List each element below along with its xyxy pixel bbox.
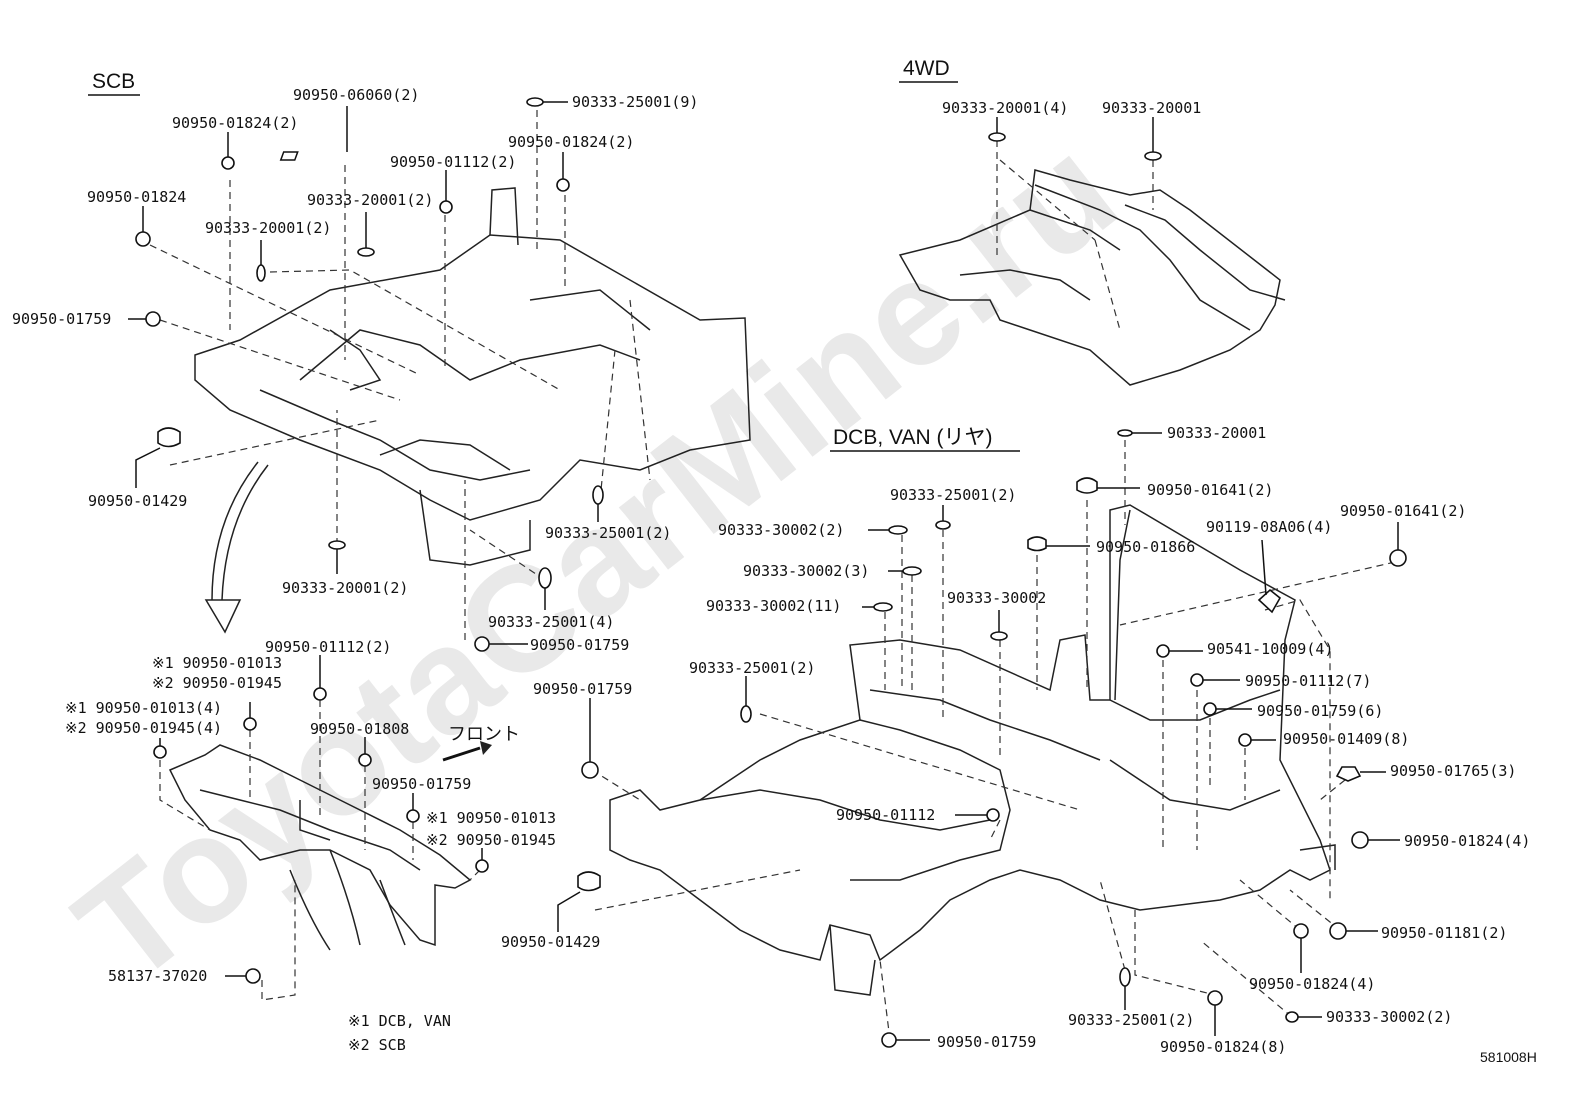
label-dv-08a06: 90119-08A06(4): [1206, 518, 1332, 536]
label-fr-01759: 90950-01759: [372, 775, 471, 793]
scb-floor-panel: [149, 110, 751, 640]
section-title-4wd: 4WD: [903, 57, 950, 80]
front-detail-parts: [153, 655, 489, 984]
label-scb-01759b: 90950-01759: [530, 636, 629, 654]
section-title-dcb-van: DCB, VAN (リヤ): [833, 426, 992, 449]
label-dv-01759b: 90950-01759: [937, 1033, 1036, 1051]
label-scb-20001-2a: 90333-20001(2): [307, 191, 433, 209]
dcb-van-floor-panel: [591, 440, 1396, 1041]
label-dv-30002-11: 90333-30002(11): [706, 597, 841, 615]
label-dv-01112: 90950-01112: [836, 806, 935, 824]
section-4wd: 4WD: [899, 57, 958, 83]
label-scb-25001-2: 90333-25001(2): [545, 524, 671, 542]
label-scb-01429: 90950-01429: [88, 492, 187, 510]
scb-parts: [128, 97, 604, 652]
label-dv-01181-2: 90950-01181(2): [1381, 924, 1507, 942]
label-dv-01409-8: 90950-01409(8): [1283, 730, 1409, 748]
dcb-van-parts: [557, 429, 1407, 1048]
label-scb-01112-2: 90950-01112(2): [390, 153, 516, 171]
label-dv-25001-2: 90333-25001(2): [890, 486, 1016, 504]
label-fr-37020: 58137-37020: [108, 967, 207, 985]
legend-note-2: ※2 SCB: [348, 1036, 406, 1054]
wd4-tunnel-panel: [898, 140, 1286, 386]
label-dv-01765-3: 90950-01765(3): [1390, 762, 1516, 780]
label-scb-20001-2c: 90333-20001(2): [282, 579, 408, 597]
label-dv-01641-2b: 90950-01641(2): [1340, 502, 1466, 520]
label-fr-01112-2: 90950-01112(2): [265, 638, 391, 656]
label-wd-20001-4: 90333-20001(4): [942, 99, 1068, 117]
wd4-parts: [988, 117, 1162, 161]
legend-note-1: ※1 DCB, VAN: [348, 1012, 451, 1030]
label-dv-30002: 90333-30002: [947, 589, 1046, 607]
label-fr-01808: 90950-01808: [310, 720, 409, 738]
label-dv-01429: 90950-01429: [501, 933, 600, 951]
detail-arrow: [204, 461, 269, 634]
label-scb-25001-9: 90333-25001(9): [572, 93, 698, 111]
label-dv-10009: 90541-10009(4): [1207, 640, 1333, 658]
label-dv-01641-2: 90950-01641(2): [1147, 481, 1273, 499]
label-scb-06060: 90950-06060(2): [293, 86, 419, 104]
label-dv-25001-2c: 90333-25001(2): [1068, 1011, 1194, 1029]
label-fr-m2-01945b: ※2 90950-01945: [426, 831, 556, 849]
label-dv-01759: 90950-01759: [533, 680, 632, 698]
label-scb-01824-2b: 90950-01824(2): [508, 133, 634, 151]
front-label: フロント: [448, 724, 520, 744]
label-dv-30002-2: 90333-30002(2): [718, 521, 844, 539]
label-scb-25001-4: 90333-25001(4): [488, 613, 614, 631]
label-dv-30002-2b: 90333-30002(2): [1326, 1008, 1452, 1026]
label-scb-01824: 90950-01824: [87, 188, 186, 206]
label-dv-01112-7: 90950-01112(7): [1245, 672, 1371, 690]
label-scb-01759: 90950-01759: [12, 310, 111, 328]
label-fr-m1-01013-4: ※1 90950-01013(4): [65, 699, 222, 717]
section-dcb-van: DCB, VAN (リヤ): [830, 426, 1020, 452]
label-dv-01759-6: 90950-01759(6): [1257, 702, 1383, 720]
label-dv-30002-3: 90333-30002(3): [743, 562, 869, 580]
label-dv-01824-4b: 90950-01824(4): [1249, 975, 1375, 993]
label-fr-m1-01013: ※1 90950-01013: [152, 654, 282, 672]
label-dv-25001-2b: 90333-25001(2): [689, 659, 815, 677]
front-arrow: フロント: [442, 724, 520, 762]
label-scb-20001-2b: 90333-20001(2): [205, 219, 331, 237]
label-dv-01824-4: 90950-01824(4): [1404, 832, 1530, 850]
label-dv-01824-8: 90950-01824(8): [1160, 1038, 1286, 1056]
label-wd-20001: 90333-20001: [1102, 99, 1201, 117]
diagram-code: 581008H: [1480, 1049, 1537, 1065]
section-scb: SCB: [88, 70, 140, 96]
label-fr-m2-01945: ※2 90950-01945: [152, 674, 282, 692]
label-scb-01824-2: 90950-01824(2): [172, 114, 298, 132]
label-fr-m2-01945-4: ※2 90950-01945(4): [65, 719, 222, 737]
label-dv-20001: 90333-20001: [1167, 424, 1266, 442]
section-title-scb: SCB: [92, 70, 135, 93]
label-dv-01866: 90950-01866: [1096, 538, 1195, 556]
label-fr-m1-01013b: ※1 90950-01013: [426, 809, 556, 827]
